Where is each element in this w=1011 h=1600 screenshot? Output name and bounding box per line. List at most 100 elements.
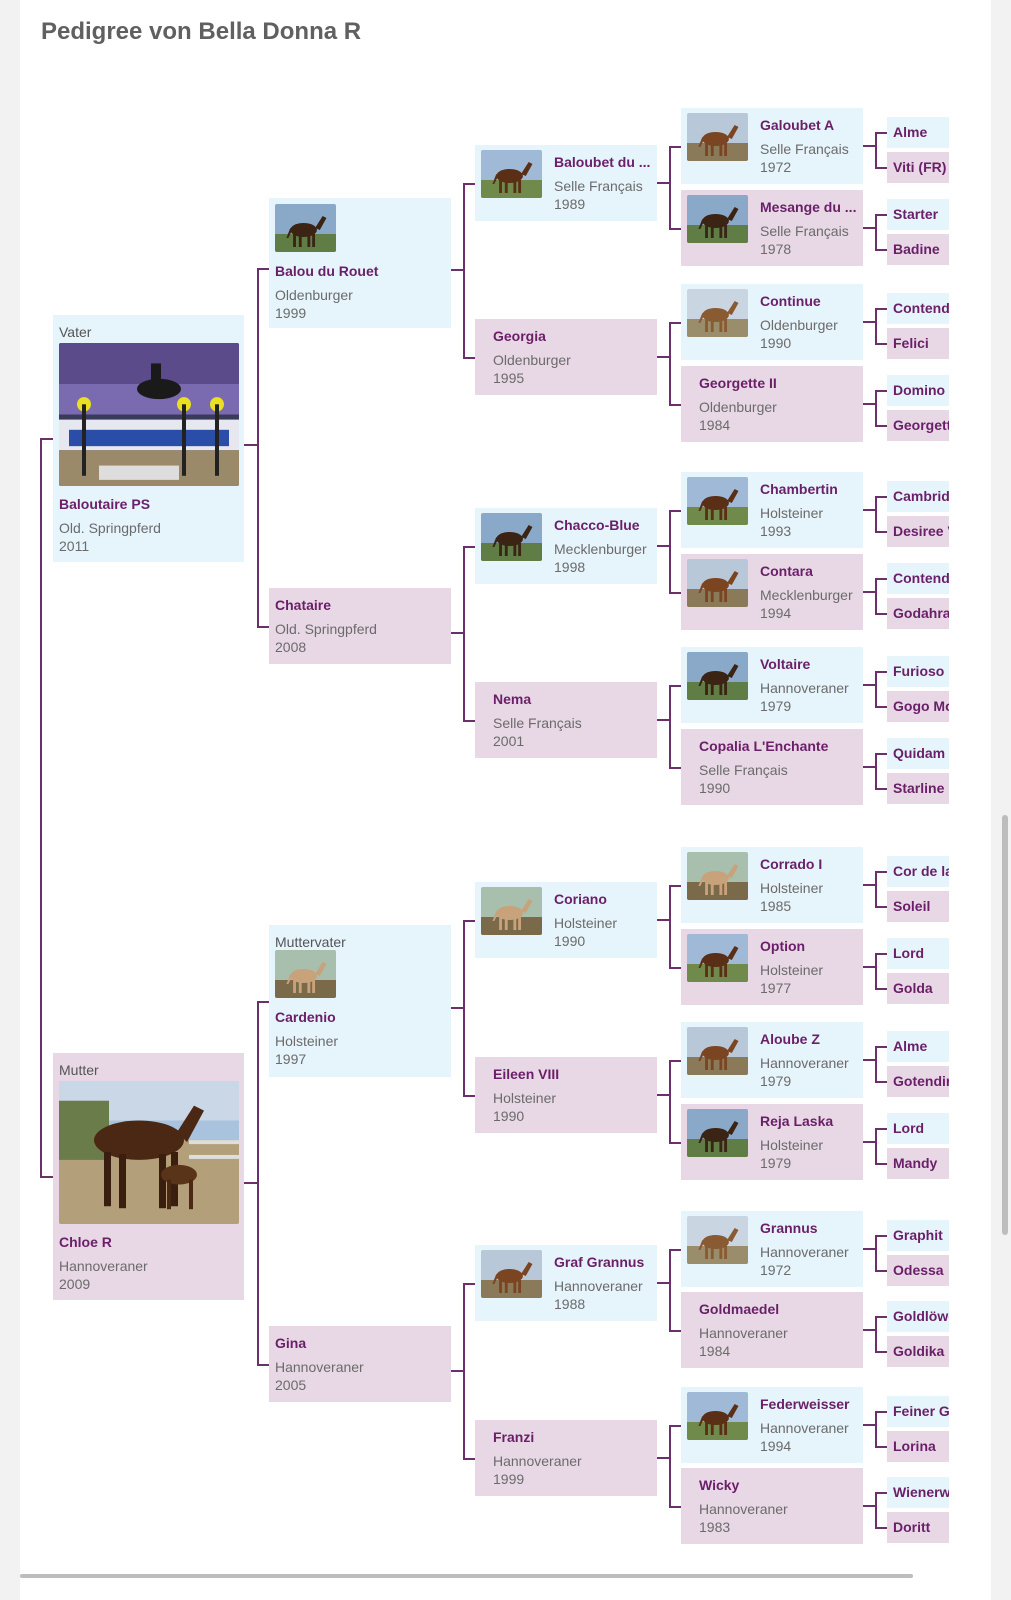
horse-name: Lorina <box>893 1438 936 1454</box>
ancestor-mini-card[interactable]: Quidam de Revel <box>887 738 949 769</box>
ancestor-mini-card[interactable]: Alme <box>887 1031 949 1062</box>
horse-name: Badine <box>893 241 940 257</box>
horse-year: 1988 <box>554 1296 586 1312</box>
pedigree-connector <box>863 884 875 886</box>
pedigree-connector <box>875 578 877 615</box>
horse-year: 2011 <box>59 538 90 554</box>
ancestor-mini-card[interactable]: Lord <box>887 1113 949 1144</box>
pedigree-connector <box>875 343 887 345</box>
pedigree-connector <box>875 167 887 169</box>
ancestor-mini-card[interactable]: Golda <box>887 973 949 1004</box>
parent-label: Muttervater <box>275 934 346 950</box>
pedigree-connector <box>257 1364 269 1366</box>
ancestor-mini-card[interactable]: Georgette <box>887 410 949 441</box>
horse-year: 2008 <box>275 639 307 655</box>
ancestor-mini-card[interactable]: Godahra <box>887 598 949 629</box>
ancestor-mini-card[interactable]: Desiree V <box>887 516 949 547</box>
horse-photo <box>687 477 748 525</box>
horse-photo <box>481 513 542 561</box>
ancestor-mini-card[interactable]: Starter <box>887 199 949 230</box>
ancestor-mini-card[interactable]: Gotendirne <box>887 1066 949 1097</box>
ancestor-mini-card[interactable]: Starline <box>887 773 949 804</box>
ancestor-mini-card[interactable]: Goldika <box>887 1336 949 1367</box>
horse-year: 1984 <box>699 417 731 433</box>
horse-photo <box>687 1109 748 1157</box>
ancestor-mini-card[interactable]: Mandy <box>887 1148 949 1179</box>
ancestor-mini-card[interactable]: Domino <box>887 375 949 406</box>
ancestor-mini-card[interactable]: Felici <box>887 328 949 359</box>
ancestor-mini-card[interactable]: Contender <box>887 563 949 594</box>
horse-name: Grannus <box>760 1220 818 1236</box>
ancestor-mini-card[interactable]: Viti (FR) <box>887 152 949 183</box>
ancestor-mini-card[interactable]: Wienerwald <box>887 1477 949 1508</box>
horse-breed: Hannoveraner <box>493 1453 582 1469</box>
pedigree-connector <box>863 1141 875 1143</box>
ancestor-mini-card[interactable]: Alme <box>887 117 949 148</box>
vertical-scrollbar[interactable] <box>1002 815 1008 1235</box>
horse-year: 1985 <box>760 898 792 914</box>
horizontal-scrollbar[interactable] <box>20 1574 913 1578</box>
ancestor-mini-card[interactable]: Gogo Moeve <box>887 691 949 722</box>
pedigree-connector <box>657 182 669 184</box>
ancestor-mini-card[interactable]: Cor de la Bryere <box>887 856 949 887</box>
pedigree-connector <box>875 578 887 580</box>
ancestor-mini-card[interactable]: Soleil <box>887 891 949 922</box>
ancestor-mini-card[interactable]: Lorina <box>887 1431 949 1462</box>
pedigree-connector <box>40 438 42 1178</box>
ancestor-mini-card[interactable]: Odessa <box>887 1255 949 1286</box>
ancestor-mini-card[interactable]: Contender <box>887 293 949 324</box>
pedigree-connector <box>863 684 875 686</box>
parent-label: Vater <box>59 324 92 340</box>
horse-breed: Holsteiner <box>760 1137 824 1153</box>
ancestor-mini-card[interactable]: Cambridge <box>887 481 949 512</box>
ancestor-mini-card[interactable]: Doritt <box>887 1512 949 1543</box>
horse-name: Domino <box>893 382 946 398</box>
ancestor-mini-card[interactable]: Badine <box>887 234 949 265</box>
pedigree-connector <box>244 1182 257 1184</box>
ancestor-mini-card[interactable]: Graphit <box>887 1220 949 1251</box>
horse-name: Mandy <box>893 1155 938 1171</box>
pedigree-connector <box>40 1176 53 1178</box>
ancestor-mini-card[interactable]: Furioso II <box>887 656 949 687</box>
pedigree-connector <box>875 671 877 708</box>
horse-photo <box>687 289 748 337</box>
ancestor-mini-card[interactable]: Goldlöwe <box>887 1301 949 1332</box>
pedigree-connector <box>863 591 875 593</box>
horse-year: 1990 <box>493 1108 525 1124</box>
pedigree-connector <box>463 920 475 922</box>
ancestor-mini-card[interactable]: Feiner Gruss <box>887 1396 949 1427</box>
pedigree-connector <box>875 1492 877 1529</box>
ancestor-mini-card[interactable]: Lord <box>887 938 949 969</box>
pedigree-connector <box>875 1235 877 1272</box>
